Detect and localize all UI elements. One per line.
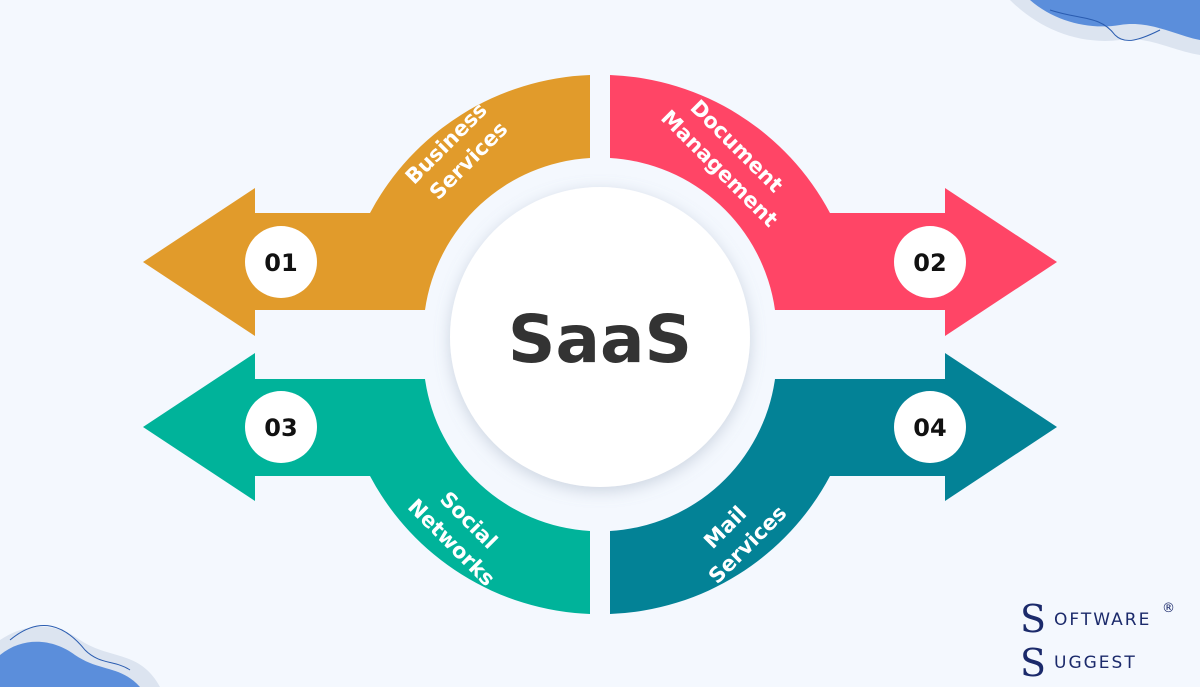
- badge-number: 04: [913, 414, 946, 442]
- logo-line2: UGGEST: [1054, 653, 1137, 673]
- badge-02: 02: [894, 226, 966, 298]
- badge-number: 01: [264, 249, 297, 277]
- badge-04: 04: [894, 391, 966, 463]
- center-title: SaaS: [508, 301, 692, 378]
- logo-line1: OFTWARE: [1054, 610, 1151, 630]
- logo-initial-1: S: [1020, 597, 1046, 641]
- logo-initial-2: S: [1020, 641, 1046, 685]
- center-circle: [450, 187, 750, 487]
- badge-number: 02: [913, 249, 946, 277]
- badge-01: 01: [245, 226, 317, 298]
- decorative-wave-top-right: [1010, 0, 1200, 55]
- softwaresuggest-logo: S OFTWARE ® S UGGEST: [1020, 597, 1175, 685]
- badge-number: 03: [264, 414, 297, 442]
- decorative-wave-bottom-left: [0, 625, 160, 687]
- badge-03: 03: [245, 391, 317, 463]
- registered-mark: ®: [1162, 601, 1175, 616]
